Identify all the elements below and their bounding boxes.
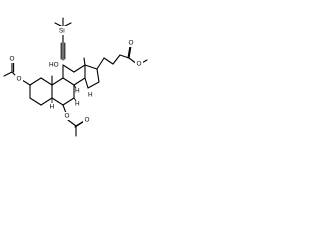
h9-label: H — [75, 88, 80, 95]
acetoxy3-ether-oxygen-label: O — [17, 76, 22, 83]
stereo-bonds — [51, 84, 77, 103]
atom-labels: Si HO O O O O O O H H H H — [8, 26, 143, 124]
ester-carbonyl-oxygen-label: O — [129, 40, 134, 47]
acetoxy7-ether-oxygen-label: O — [65, 113, 70, 120]
acetoxy7-carbonyl-oxygen-label: O — [85, 117, 90, 124]
ester-ether-oxygen-label: O — [137, 61, 142, 68]
h14-label: H — [88, 92, 93, 99]
chemical-structure: Si HO O O O O O O H H H H — [3, 17, 148, 137]
hydroxyl-label: HO — [49, 62, 59, 69]
silicon-label: Si — [59, 28, 65, 35]
h5-label: H — [50, 104, 55, 111]
h8-label: H — [75, 101, 80, 108]
bond-skeleton — [3, 17, 148, 137]
acetoxy3-carbonyl-oxygen-label: O — [10, 56, 15, 63]
